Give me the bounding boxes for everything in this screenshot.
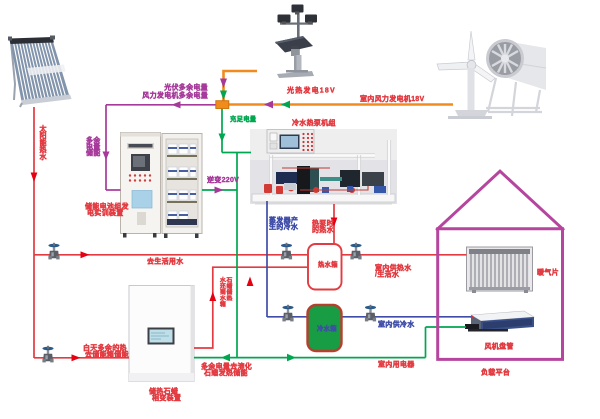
svg-text:去储能箱储能: 去储能箱储能 bbox=[85, 350, 129, 359]
svg-text:石: 石 bbox=[226, 277, 233, 284]
svg-text:水: 水 bbox=[220, 294, 226, 302]
svg-text:相变装置: 相变装置 bbox=[152, 393, 181, 402]
svg-text:储: 储 bbox=[226, 288, 233, 296]
svg-text:蒸发器产: 蒸发器产 bbox=[269, 216, 298, 225]
svg-text:电实训装置: 电实训装置 bbox=[87, 208, 124, 217]
svg-text:阳: 阳 bbox=[40, 131, 47, 140]
svg-text:储能: 储能 bbox=[85, 148, 101, 157]
svg-text:蜡: 蜡 bbox=[227, 282, 233, 290]
svg-text:热: 热 bbox=[227, 294, 233, 302]
svg-text:石蜡发热储能: 石蜡发热储能 bbox=[203, 368, 248, 377]
svg-text:的热水: 的热水 bbox=[312, 225, 335, 234]
svg-text:负载平台: 负载平台 bbox=[481, 368, 510, 377]
svg-text:能: 能 bbox=[40, 138, 47, 147]
svg-text:风机盘管: 风机盘管 bbox=[485, 342, 514, 351]
svg-text:储能电池组发: 储能电池组发 bbox=[84, 202, 129, 211]
svg-text:充足电量: 充足电量 bbox=[230, 114, 257, 123]
svg-text:冷水热泵机组: 冷水热泵机组 bbox=[292, 118, 336, 127]
svg-text:热水箱: 热水箱 bbox=[318, 260, 338, 269]
svg-text:多余: 多余 bbox=[86, 136, 101, 145]
svg-text:室内供冷水: 室内供冷水 bbox=[378, 320, 415, 329]
svg-text:白天多余的热: 白天多余的热 bbox=[83, 343, 127, 352]
svg-text:热: 热 bbox=[40, 145, 47, 154]
svg-text:水: 水 bbox=[40, 152, 48, 161]
svg-text:热泵时: 热泵时 bbox=[312, 219, 334, 228]
svg-text:光伏多余电量: 光伏多余电量 bbox=[163, 83, 208, 92]
svg-text:暖气片: 暖气片 bbox=[537, 268, 559, 277]
svg-text:箱: 箱 bbox=[220, 300, 226, 308]
svg-text:去生活用水: 去生活用水 bbox=[147, 257, 184, 266]
svg-text:到: 到 bbox=[220, 288, 226, 296]
svg-text:冷水箱: 冷水箱 bbox=[317, 324, 337, 333]
svg-text:生的冷水: 生的冷水 bbox=[269, 222, 299, 231]
svg-text:室内风力发电机18V: 室内风力发电机18V bbox=[360, 94, 424, 103]
svg-text:还: 还 bbox=[219, 282, 226, 290]
svg-text:/生活水: /生活水 bbox=[375, 270, 400, 279]
svg-text:风力发电机多余电量: 风力发电机多余电量 bbox=[142, 91, 208, 100]
svg-text:光热发电18V: 光热发电18V bbox=[286, 86, 336, 95]
svg-text:水: 水 bbox=[220, 276, 226, 284]
svg-text:太: 太 bbox=[40, 124, 48, 133]
svg-text:室内用电器: 室内用电器 bbox=[378, 360, 415, 369]
svg-text:多余电量去溶化: 多余电量去溶化 bbox=[201, 362, 252, 371]
svg-text:逆变220V: 逆变220V bbox=[207, 175, 239, 184]
svg-text:电量: 电量 bbox=[86, 142, 101, 151]
svg-text:储热石蜡: 储热石蜡 bbox=[148, 387, 178, 396]
svg-text:室内供热水: 室内供热水 bbox=[375, 263, 412, 272]
